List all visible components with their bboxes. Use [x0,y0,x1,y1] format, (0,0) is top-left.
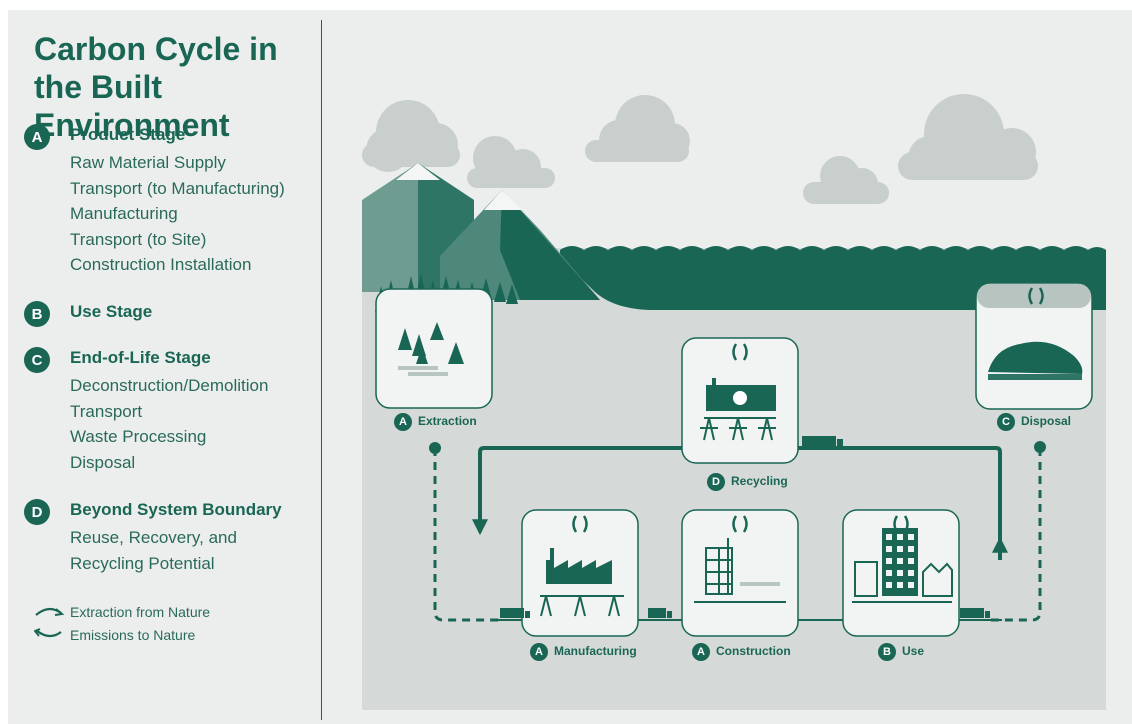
stage-item: Deconstruction/Demolition [70,376,269,395]
stage-items-end-of-life: Deconstruction/Demolition Transport Wast… [70,373,268,475]
node-badge: A [530,643,548,661]
truck-icons [500,436,990,618]
node-label: Construction [716,644,791,658]
water-body [560,246,1106,310]
stage-title-beyond: Beyond System Boundary [70,500,282,519]
arc-arrow-up-icon [35,607,64,616]
stage-title-end-of-life: End-of-Life Stage [70,348,211,367]
carbon-flux-icons [572,287,1044,533]
construction-card [681,509,799,637]
stage-item: Transport [70,401,143,421]
stage-item: Construction Installation [70,255,252,275]
key-emissions-label: Emissions to Nature [70,627,196,643]
node-badge: D [707,473,725,491]
stage-item: Recycling Potential [70,553,215,573]
recycling-card [681,337,799,464]
truck-icon [802,436,843,449]
cloud [898,94,1038,180]
cloud [467,136,555,188]
stage-item: Transport (to Site) [70,229,207,249]
stage-title-use: Use Stage [70,302,153,321]
key-extraction-label: Extraction from Nature [70,604,211,620]
stage-badge-c: C [24,347,50,373]
stage-item: Reuse, Recovery, and [70,528,237,547]
mountains [362,163,600,300]
manufacturing-card [521,509,639,637]
node-label: Disposal [1021,414,1072,428]
stage-item: Manufacturing [70,204,178,224]
stage-badge-d: D [24,499,50,525]
arc-arrow-down-icon [34,628,62,638]
cloud [803,156,889,204]
stage-title-product: Product Stage [70,125,186,144]
stage-items-beyond: Reuse, Recovery, and Recycling Potential [70,525,237,576]
node-badge: A [394,413,412,431]
stage-item: Raw Material Supply [70,153,226,172]
node-label: Use [902,644,925,658]
disposal-card [975,282,1093,410]
truck-icon [648,608,672,618]
use-card [842,509,960,637]
cloud [362,100,460,172]
stage-item: Disposal [70,452,136,472]
node-badge: C [997,413,1015,431]
node-badge: A [692,643,710,661]
cloud [585,95,690,162]
node-label: Recycling [731,474,788,488]
panel-divider [321,20,322,720]
node-label: Manufacturing [554,644,637,658]
truck-icon [960,608,990,618]
truck-icon [500,608,530,618]
connector-dot [1034,441,1046,453]
dashed-connectors [433,448,1042,622]
node-label: Extraction [418,414,477,428]
stage-item: Transport (to Manufacturing) [70,178,285,198]
stage-item: Waste Processing [70,427,207,447]
page-title: Carbon Cycle in the Built Environment [34,31,278,143]
stage-badge-a: A [24,124,50,150]
stage-items-product: Raw Material Supply Transport (to Manufa… [70,150,285,278]
extraction-card [375,288,493,409]
connector-dot [429,442,441,454]
node-badge: B [878,643,896,661]
stage-badge-b: B [24,301,50,327]
clouds [362,94,1038,204]
